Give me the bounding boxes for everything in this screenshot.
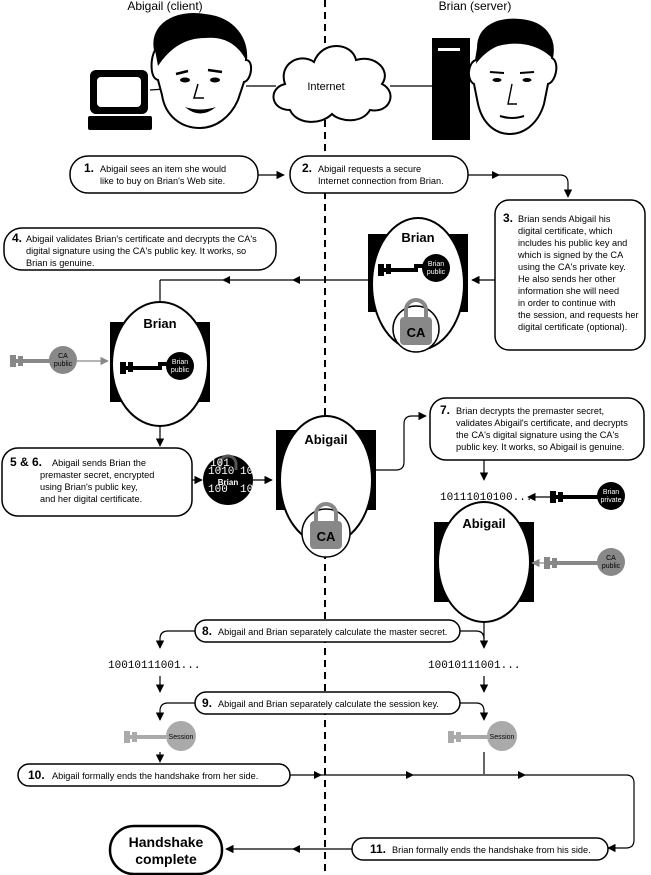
step-5-6-line-1: Abigail sends Brian the xyxy=(52,458,146,468)
step-5-6-line-2: premaster secret, encrypted xyxy=(40,470,154,480)
step-3-line-7: information she will need xyxy=(518,286,619,296)
step-2-number: 2. xyxy=(302,161,312,175)
abigail-cert-label-server: Abigail xyxy=(462,516,505,531)
handshake-complete-line1: Handshake xyxy=(129,834,204,850)
step-3-line-3: includes his public key and xyxy=(518,238,627,248)
step-9-number: 9. xyxy=(202,696,212,710)
ca-public-key-icon-server xyxy=(544,548,625,576)
step-7-line-1: Brian decrypts the premaster secret, xyxy=(456,406,604,416)
step-3-line-8: in order to continue with xyxy=(518,298,616,308)
session-key-label-server: Session xyxy=(490,734,515,741)
internet-label: Internet xyxy=(307,81,344,93)
step-5-6-number: 5 & 6. xyxy=(10,455,42,469)
ca-public-key-label1-client: CA xyxy=(58,353,68,360)
step-2-text-line2: Internet connection from Brian. xyxy=(318,176,444,186)
envelope-bits-3: 1011 xyxy=(240,466,267,478)
step-3-line-6: He also sends her other xyxy=(518,274,616,284)
step-10-number: 10. xyxy=(28,768,45,782)
step-3-line-9: the session, and requests her xyxy=(518,310,639,320)
brian-certificate-client xyxy=(110,301,210,427)
master-secret-bits-server: 10010111001... xyxy=(428,660,520,672)
ca-public-key-label2-server: public xyxy=(602,563,621,570)
ca-public-key-icon-client xyxy=(10,346,77,374)
brian-public-key-label2-server: public xyxy=(427,269,446,276)
step-4-number: 4. xyxy=(12,231,22,245)
server-title: Brian (server) xyxy=(439,0,512,13)
step-2-box xyxy=(289,155,469,194)
session-key-icon-server xyxy=(448,721,517,751)
envelope-label: Brian xyxy=(218,478,239,487)
step-10-text: Abigail formally ends the handshake from… xyxy=(52,771,258,781)
envelope-bits-2: 1010 xyxy=(208,466,234,478)
encrypted-premaster-envelope-icon xyxy=(203,454,253,505)
brian-cert-label-server: Brian xyxy=(401,230,434,245)
step-7-line-3: the CA's digital signature using the CA'… xyxy=(456,430,619,440)
envelope-bits-1: 101 xyxy=(210,458,230,470)
step-3-line-4: which is signed by the CA xyxy=(517,250,624,260)
step-1-text-line1: Abigail sees an item she would xyxy=(100,164,226,174)
abigail-cert-label-middle: Abigail xyxy=(304,432,347,447)
brian-private-key-label2: private xyxy=(600,497,621,504)
step-2-text-line1: Abigail requests a secure xyxy=(318,164,421,174)
session-key-label-client: Session xyxy=(169,734,194,741)
internet-cloud-icon xyxy=(272,45,392,123)
step-11-number: 11. xyxy=(370,842,386,856)
server-tower-icon xyxy=(432,38,470,140)
premaster-secret-bits: 10111010100... xyxy=(440,492,532,504)
step-7-line-4: public key. It works, so Abigail is genu… xyxy=(456,442,624,452)
step-1-box xyxy=(69,155,259,194)
step-7-number: 7. xyxy=(440,403,450,417)
brian-certificate-server xyxy=(368,217,468,353)
ca-public-key-label2-client: public xyxy=(54,361,73,368)
step-1-text-line2: like to buy on Brian's Web site. xyxy=(100,176,225,186)
step-8-number: 8. xyxy=(202,624,212,638)
step-4-box xyxy=(3,227,277,271)
step-5-6-line-3: using Brian's public key, xyxy=(40,482,138,492)
step-3-line-2: digital certificate, which xyxy=(518,226,612,236)
step-3-number: 3. xyxy=(503,211,513,225)
step-3-line-1: Brian sends Abigail his xyxy=(518,214,611,224)
brian-public-key-label2-client: public xyxy=(171,367,190,374)
handshake-complete-line2: complete xyxy=(135,851,197,867)
abigail-certificate-middle xyxy=(276,415,376,558)
handshake-complete-box xyxy=(108,824,224,875)
master-secret-bits-client: 10010111001... xyxy=(108,660,200,672)
step-7-line-2: validates Abigail's certificate, and dec… xyxy=(456,418,628,428)
abigail-portrait-icon xyxy=(150,13,252,130)
abigail-certificate-server xyxy=(434,501,534,623)
envelope-bits-5: 1001 xyxy=(240,484,267,496)
step-3-box xyxy=(494,199,646,351)
brian-cert-label-client: Brian xyxy=(143,316,176,331)
brian-public-key-label1-client: Brian xyxy=(172,359,188,366)
brian-portrait-icon xyxy=(468,18,558,136)
step-1-number: 1. xyxy=(84,161,94,175)
envelope-bits-4: 100 xyxy=(208,484,228,496)
brian-public-key-icon-server xyxy=(378,254,450,282)
session-key-icon-client xyxy=(124,721,196,751)
brian-public-key-label1-server: Brian xyxy=(428,261,444,268)
client-computer-icon xyxy=(88,70,181,130)
step-4-line-3: Brian is genuine. xyxy=(26,258,94,268)
ca-seal-label-server: CA xyxy=(407,325,426,340)
ca-public-key-label1-server: CA xyxy=(606,555,616,562)
step-3-line-5: using the CA's private key. xyxy=(518,262,626,272)
step-7-box xyxy=(429,397,645,461)
step-8-text: Abigail and Brian separately calculate t… xyxy=(218,627,447,637)
brian-private-key-label1: Brian xyxy=(603,489,619,496)
step-9-text: Abigail and Brian separately calculate t… xyxy=(218,699,439,709)
ca-seal-label-middle: CA xyxy=(317,529,336,544)
step-4-line-2: digital signature using the CA's public … xyxy=(26,246,246,256)
step-5-6-line-4: and her digital certificate. xyxy=(40,494,142,504)
client-title: Abigail (client) xyxy=(127,0,202,13)
step-11-text: Brian formally ends the handshake from h… xyxy=(392,845,591,855)
brian-private-key-icon xyxy=(550,482,625,510)
step-3-line-10: digital certificate (optional). xyxy=(518,322,627,332)
step-5-6-box xyxy=(1,447,193,517)
step-4-line-1: Abigail validates Brian's certificate an… xyxy=(26,234,257,244)
